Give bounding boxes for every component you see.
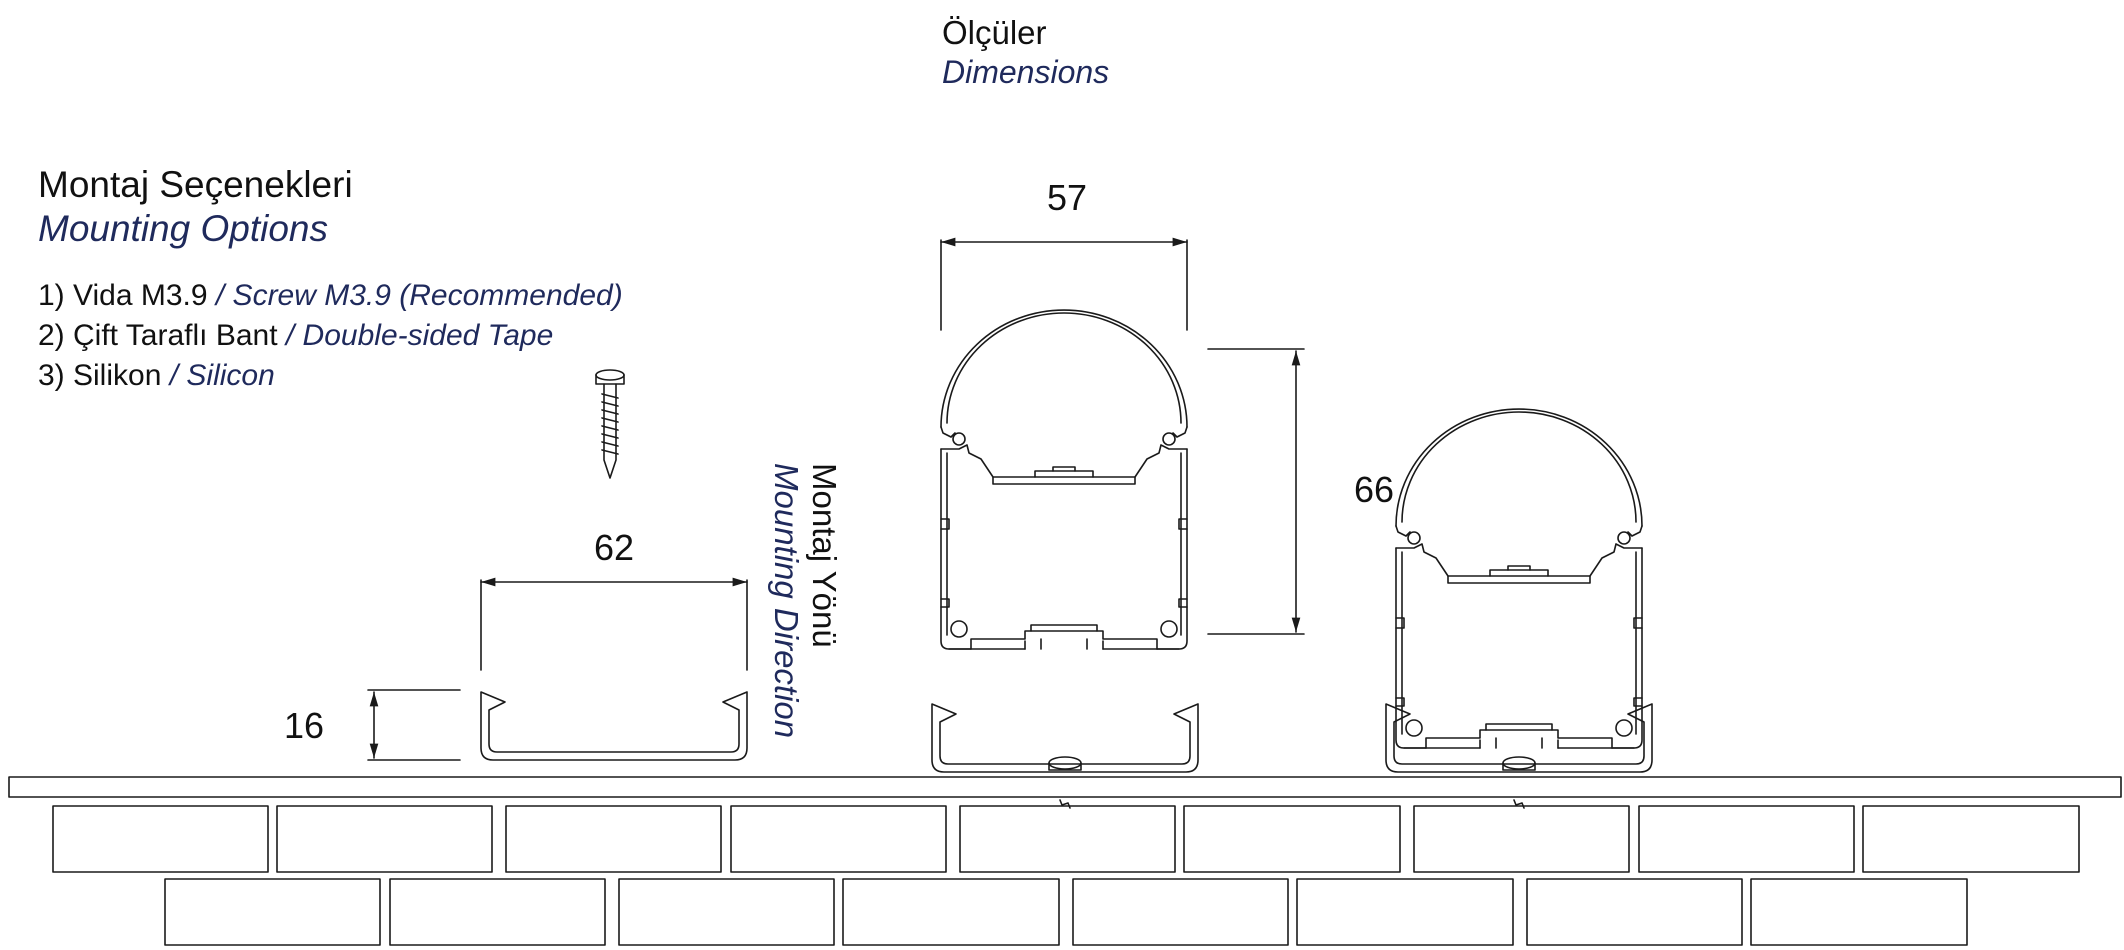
- profile-height-dimension: 66: [1353, 469, 1395, 510]
- option-label-en: / Screw M3.9 (Recommended): [215, 279, 623, 312]
- clip-width-dimension: 62: [593, 527, 635, 568]
- option-label-tr: 3) Silikon: [38, 359, 170, 392]
- option-label-en: / Silicon: [169, 359, 275, 392]
- mounting-option-screw: 1) Vida M3.9 / Screw M3.9 (Recommended): [38, 281, 623, 311]
- mounting-options-title: Montaj Seçenekleri: [38, 164, 353, 205]
- profile-width-dimension: 57: [1046, 177, 1088, 218]
- clip-height-dimension: 16: [283, 705, 325, 746]
- profile-drawing-assembled: [1385, 408, 1653, 808]
- screw-icon: [596, 370, 624, 478]
- dimensions-title: Ölçüler: [942, 14, 1047, 51]
- mounted-clip-1: [931, 703, 1199, 808]
- option-label-en: / Double-sided Tape: [285, 319, 554, 352]
- mounting-surface: [9, 777, 2121, 797]
- brick-wall: [53, 806, 2079, 945]
- option-label-tr: 1) Vida M3.9: [38, 279, 216, 312]
- profile-drawing-dimensioned: [940, 237, 1304, 650]
- option-label-tr: 2) Çift Taraflı Bant: [38, 319, 286, 352]
- clip-drawing: [368, 577, 748, 761]
- mounting-option-tape: 2) Çift Taraflı Bant / Double-sided Tape: [38, 321, 553, 351]
- mounting-option-silicon: 3) Silikon / Silicon: [38, 361, 275, 391]
- mounting-options-subtitle: Mounting Options: [38, 208, 329, 249]
- dimensions-subtitle: Dimensions: [942, 54, 1110, 90]
